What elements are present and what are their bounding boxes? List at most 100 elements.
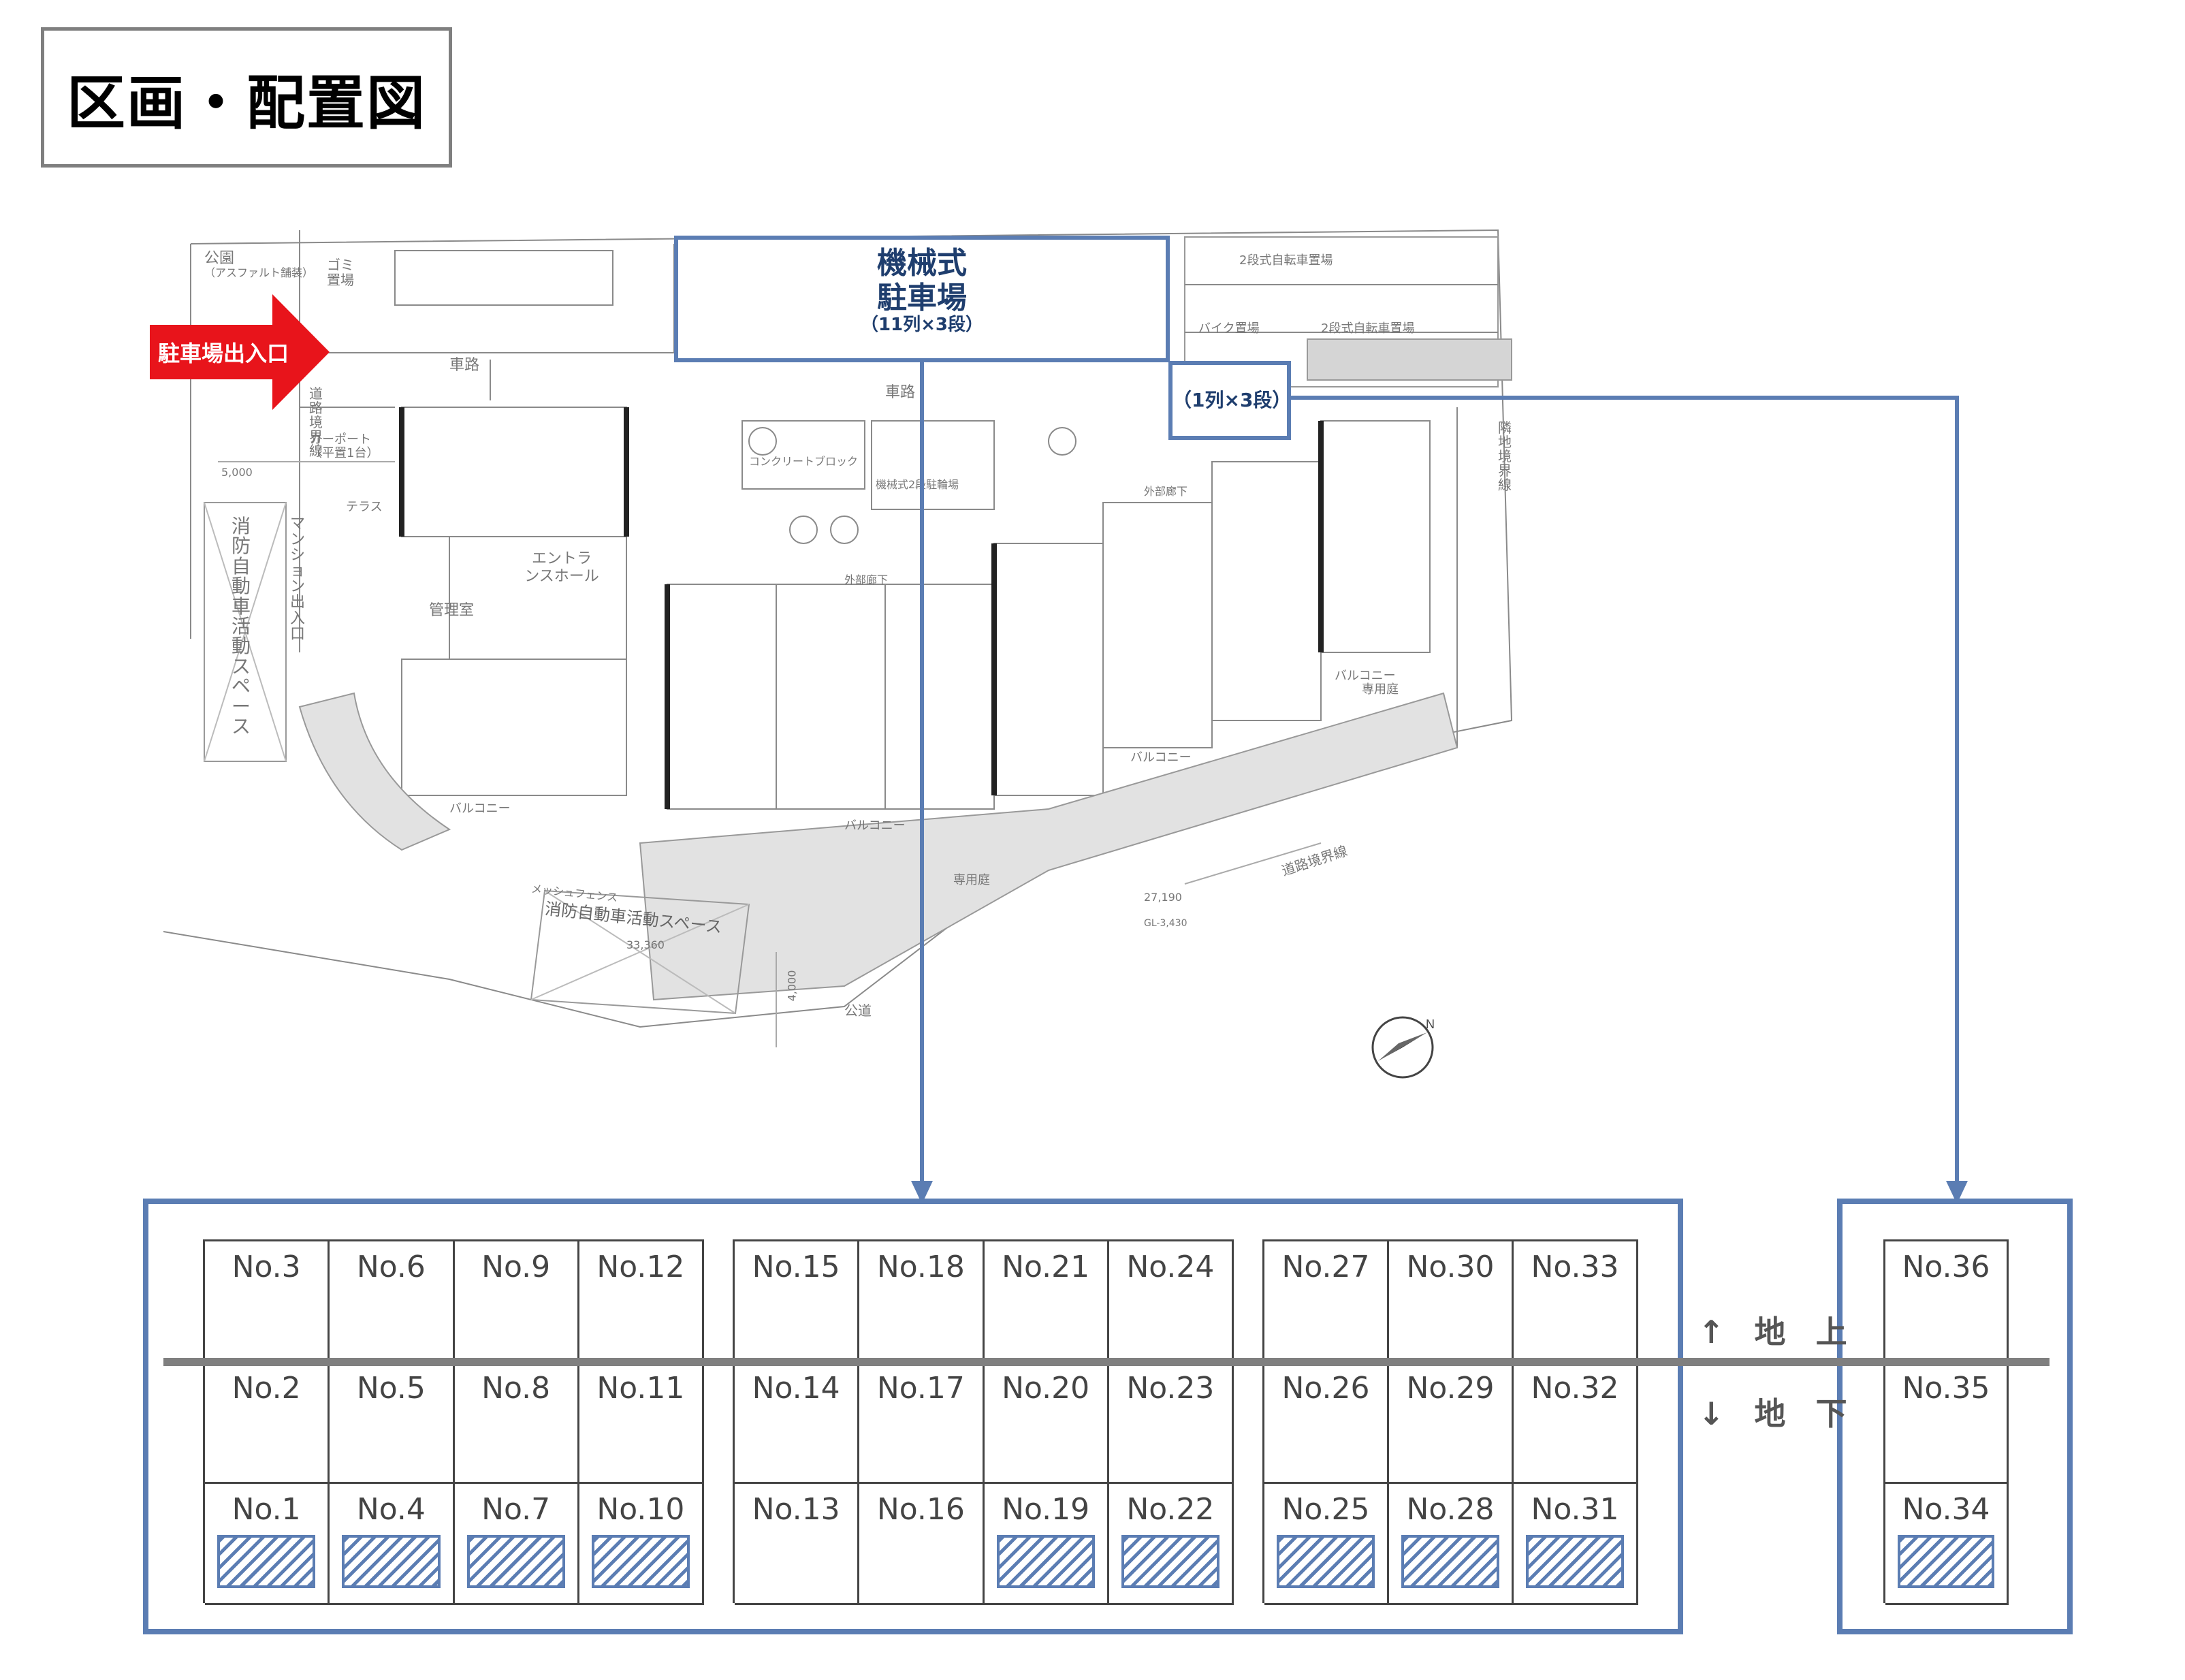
site-plan-drawing (163, 229, 1513, 1047)
parking-space-number: No.29 (1406, 1371, 1495, 1406)
parking-space: No.33 (1514, 1241, 1638, 1363)
road-label-2: 車路 (885, 384, 916, 401)
carport-text: カーポート (310, 432, 371, 447)
svg-text:N: N (1426, 1017, 1435, 1031)
single-column-label: （1列×3段） (1173, 388, 1292, 411)
parking-space: No.28 (1389, 1484, 1514, 1605)
concrete-block-label: コンクリートブロック (749, 455, 859, 468)
parking-space-number: No.28 (1406, 1492, 1495, 1527)
parking-space: No.13 (735, 1484, 860, 1605)
parking-space-number: No.34 (1902, 1492, 1990, 1527)
balcony-label-2: バルコニー (844, 819, 906, 833)
parking-space: No.30 (1389, 1241, 1514, 1363)
parking-space-number: No.27 (1281, 1250, 1370, 1284)
motorbike-label: バイク置場 (1198, 321, 1260, 336)
parking-space: No.27 (1264, 1241, 1389, 1363)
parking-space-number: No.20 (1002, 1371, 1090, 1406)
site-plan: 公園 （アスファルト舗装） ゴミ置場 車路 車路 道路境界線 カーポート （平置… (163, 217, 1539, 1102)
mech-parking-title-2: 駐車場 (877, 280, 967, 315)
parking-space-number: No.21 (1002, 1250, 1090, 1284)
parking-space: No.35 (1885, 1363, 2009, 1484)
parking-space-number: No.9 (481, 1250, 551, 1284)
parking-space-number: No.17 (876, 1371, 965, 1406)
parking-space-number: No.10 (596, 1492, 685, 1527)
parking-space: No.14 (735, 1363, 860, 1484)
management-label: 管理室 (429, 602, 475, 619)
parking-space-number: No.32 (1531, 1371, 1619, 1406)
fire-space-label: 消防自動車活動スペース (232, 515, 251, 738)
parking-space: No.4 (330, 1484, 455, 1605)
carport-sub-text: （平置1台） (310, 445, 379, 460)
parking-space-number: No.30 (1406, 1250, 1495, 1284)
bike-parking-label: 2段式自転車置場 (1239, 253, 1333, 268)
hatched-space-marker (1277, 1535, 1375, 1588)
page-title: 区画・配置図 (67, 69, 426, 138)
outer-corridor-label: 外部廊下 (1144, 485, 1188, 498)
parking-space-number: No.7 (481, 1492, 551, 1527)
garbage-label: ゴミ置場 (327, 257, 354, 288)
parking-space-number: No.16 (876, 1492, 965, 1527)
balcony-label: バルコニー (449, 802, 511, 816)
parking-space-number: No.22 (1126, 1492, 1215, 1527)
parking-space-number: No.35 (1902, 1371, 1990, 1406)
road-boundary-label: 道路境界線 (309, 385, 323, 459)
hatched-space-marker (217, 1535, 316, 1588)
hatched-space-marker (466, 1535, 565, 1588)
parking-space-number: No.26 (1281, 1371, 1370, 1406)
parking-space: No.9 (454, 1241, 579, 1363)
parking-space-number: No.24 (1126, 1250, 1215, 1284)
parking-space-number: No.3 (232, 1250, 301, 1284)
parking-space: No.16 (859, 1484, 985, 1605)
parking-space-number: No.5 (356, 1371, 426, 1406)
parking-space: No.34 (1885, 1484, 2009, 1605)
parking-space: No.29 (1389, 1363, 1514, 1484)
carport-label: カーポート （平置1台） (310, 433, 379, 460)
mech-bike-label: 機械式2段駐輪場 (876, 478, 959, 491)
parking-space: No.3 (205, 1241, 330, 1363)
bike-parking-label-2: 2段式自転車置場 (1321, 321, 1415, 336)
parking-space-number: No.2 (232, 1371, 301, 1406)
park-sub-text: （アスファルト舗装） (204, 266, 314, 280)
hatched-space-marker (1898, 1535, 1994, 1588)
title-box: 区画・配置図 (41, 27, 452, 168)
parking-space: No.26 (1264, 1363, 1389, 1484)
parking-space: No.31 (1514, 1484, 1638, 1605)
parking-space: No.12 (579, 1241, 704, 1363)
parking-space: No.19 (984, 1484, 1109, 1605)
neighbor-boundary-label: 隣地境界線 (1498, 419, 1512, 493)
hatched-space-marker (996, 1535, 1095, 1588)
parking-space: No.32 (1514, 1363, 1638, 1484)
parking-space-number: No.15 (752, 1250, 840, 1284)
parking-space: No.10 (579, 1484, 704, 1605)
balcony-label-3: バルコニー (1130, 750, 1192, 765)
parking-space: No.8 (454, 1363, 579, 1484)
parking-space: No.21 (984, 1241, 1109, 1363)
parking-space-number: No.13 (752, 1492, 840, 1527)
hatched-space-marker (1401, 1535, 1499, 1588)
parking-entrance-label: 駐車場出入口 (158, 340, 289, 366)
parking-space-number: No.6 (356, 1250, 426, 1284)
park-text: 公園 (204, 250, 235, 267)
parking-space-number: No.25 (1281, 1492, 1370, 1527)
parking-space-number: No.1 (232, 1492, 301, 1527)
parking-space: No.20 (984, 1363, 1109, 1484)
parking-space: No.24 (1109, 1241, 1234, 1363)
hatched-space-marker (1121, 1535, 1219, 1588)
mech-parking-sub: （11列×3段） (860, 315, 984, 336)
road-label: 車路 (449, 357, 480, 374)
parking-space: No.2 (205, 1363, 330, 1484)
entrance-hall-label: エントランスホール (524, 550, 599, 586)
public-road-label: 公道 (844, 1002, 872, 1019)
parking-space: No.17 (859, 1363, 985, 1484)
parking-space-number: No.4 (356, 1492, 426, 1527)
park-label: 公園 （アスファルト舗装） (204, 250, 314, 280)
private-garden-label-2: 専用庭 (1362, 682, 1399, 697)
parking-space-number: No.14 (752, 1371, 840, 1406)
outer-corridor-label-2: 外部廊下 (844, 573, 889, 586)
mech-parking-box: 機械式 駐車場 （11列×3段） (674, 236, 1170, 362)
parking-space: No.1 (205, 1484, 330, 1605)
mech-parking-title-1: 機械式 (877, 246, 967, 281)
